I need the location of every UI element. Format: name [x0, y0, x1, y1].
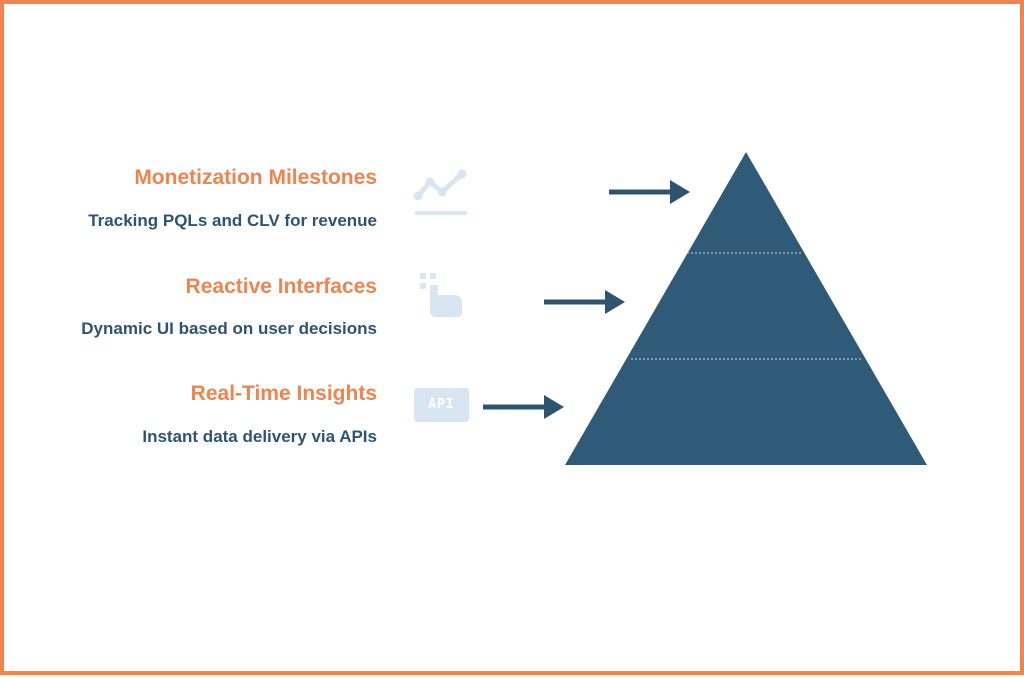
pyramid — [565, 152, 927, 465]
line-chart-icon — [413, 169, 467, 215]
touch-gesture-icon — [420, 273, 462, 317]
tier-2-heading: Reactive Interfaces — [185, 275, 377, 298]
api-icon: API — [414, 388, 469, 422]
tier-2-description: Dynamic UI based on user decisions — [81, 319, 377, 338]
tier-3-description: Instant data delivery via APIs — [142, 427, 377, 446]
tier-3-heading: Real-Time Insights — [190, 382, 377, 405]
tier-1-description: Tracking PQLs and CLV for revenue — [88, 211, 377, 230]
tier-1-heading: Monetization Milestones — [134, 166, 377, 189]
pyramid-shape — [565, 152, 927, 465]
